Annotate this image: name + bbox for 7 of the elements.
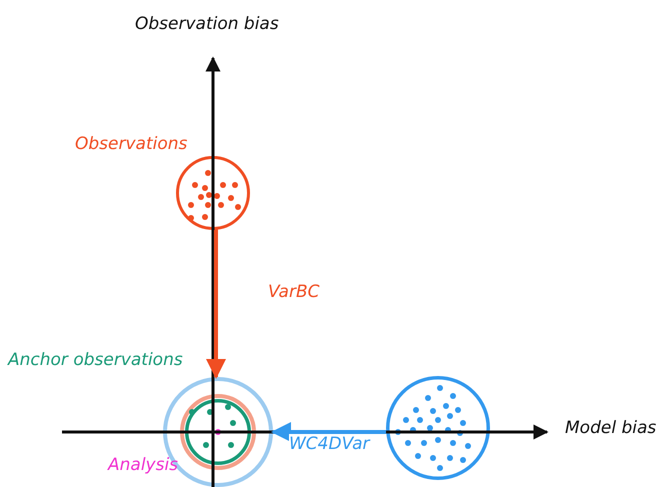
node-label: Observations	[75, 134, 188, 154]
axis-title: Observation bias	[135, 14, 279, 34]
node-label: Anchor observations	[8, 350, 183, 370]
arrow	[206, 230, 226, 379]
axis-title: Model bias	[565, 418, 656, 438]
arrow	[271, 422, 386, 442]
node-label: Analysis	[108, 455, 178, 475]
